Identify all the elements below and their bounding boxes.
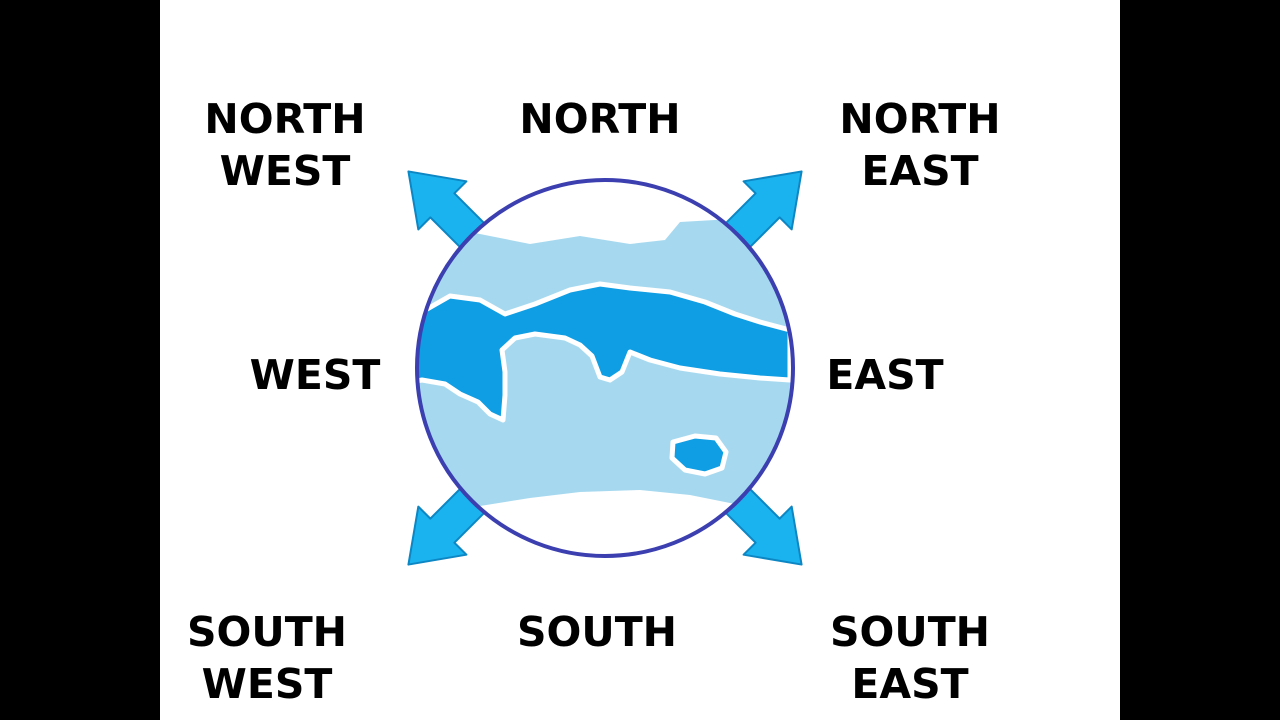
label-south-east-line2: EAST [851,660,969,708]
compass-graphic [407,170,803,566]
label-south-east-line1: SOUTH [830,608,990,656]
label-south-west-line1: SOUTH [187,608,347,656]
label-west: WEST [249,351,381,399]
label-south: SOUTH [517,608,677,656]
label-north-east: NORTH EAST [835,93,1005,197]
label-east: EAST [826,351,944,399]
globe-icon [415,178,795,558]
label-north: NORTH [519,95,681,143]
label-north-east-line1: NORTH [839,95,1001,143]
compass-diagram: NORTH WEST NORTH NORTH EAST WEST EAST SO… [160,0,1120,720]
label-south-east: SOUTH EAST [825,606,995,710]
label-south-west-line2: WEST [201,660,333,708]
label-south-west: SOUTH WEST [182,606,352,710]
label-north-west-line2: WEST [219,147,351,195]
label-north-west-line1: NORTH [204,95,366,143]
label-north-west: NORTH WEST [200,93,370,197]
label-north-east-line2: EAST [861,147,979,195]
